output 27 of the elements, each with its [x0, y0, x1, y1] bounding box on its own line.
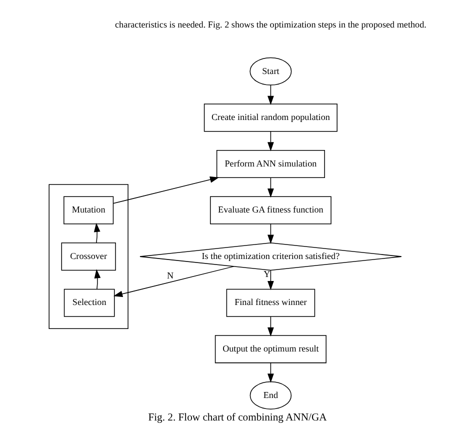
edge-label: N [166, 270, 174, 281]
node-box: Mutation [63, 196, 114, 224]
edge-label: Y [263, 268, 270, 279]
caption: Fig. 2. Flow chart of combining ANN/GA [148, 412, 326, 424]
arrow [94, 269, 100, 290]
node-box: Perform ANN simulation [216, 150, 324, 178]
node-diamond: Is the optimization criterion satisfied? [139, 242, 402, 271]
arrow [267, 84, 274, 105]
node-box: Create initial random population [203, 104, 337, 132]
node-ellipse: Start [249, 57, 292, 86]
arrow [267, 270, 274, 290]
node-box: Selection [63, 288, 114, 317]
arrow [267, 316, 274, 336]
node-box: Output the optimum result [214, 335, 326, 364]
cluster [48, 184, 128, 330]
arrow [112, 176, 219, 204]
arrow [267, 224, 274, 244]
node-box: Evaluate GA fitness function [210, 196, 331, 224]
label: characteristics is needed. Fig. 2 shows the optimization steps in the proposed method. [114, 19, 426, 30]
arrow [112, 266, 234, 298]
node-box: Crossover [60, 242, 116, 271]
arrow [93, 222, 100, 244]
arrow [267, 131, 274, 152]
node-box: Final fitness winner [226, 288, 315, 317]
arrow [267, 362, 274, 383]
node-ellipse: End [249, 381, 292, 410]
arrow [267, 177, 274, 198]
